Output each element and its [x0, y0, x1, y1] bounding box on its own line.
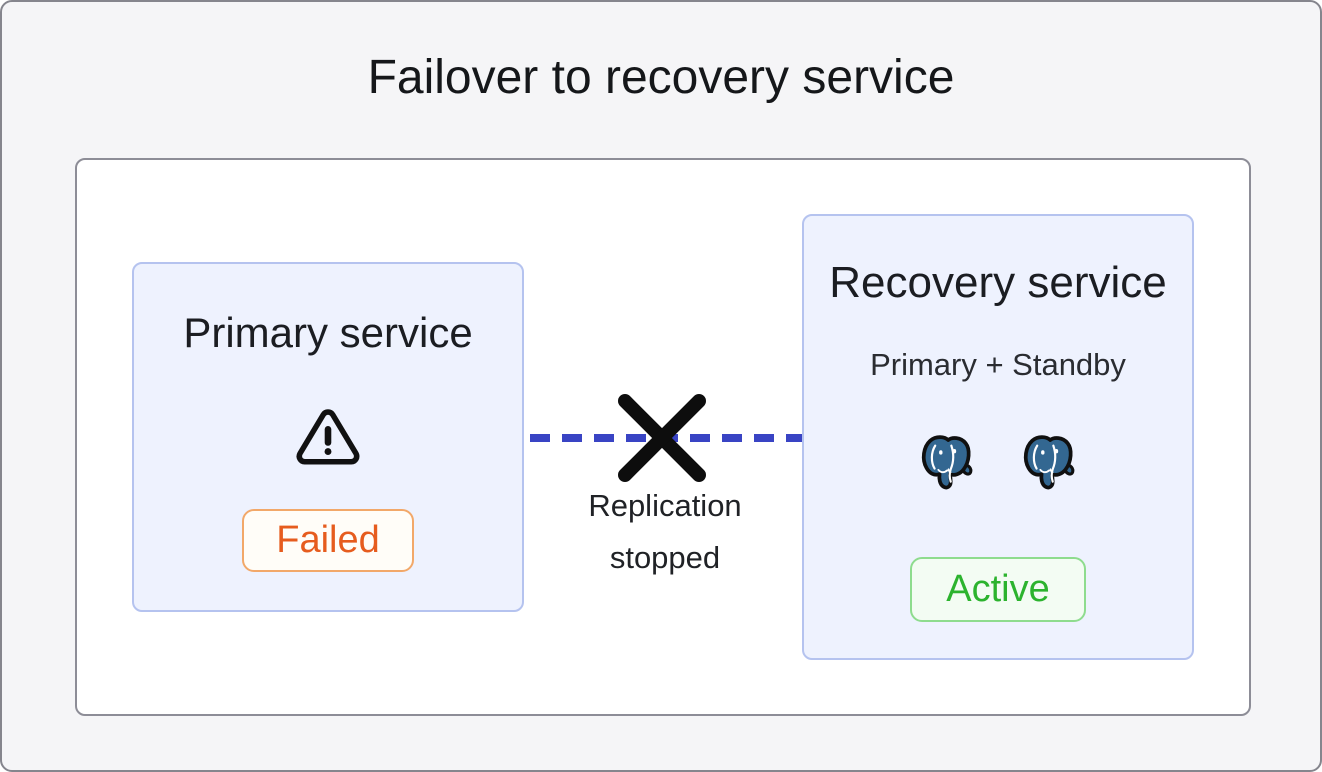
- replication-stopped-line1: Replication: [588, 488, 742, 523]
- replication-connector: [530, 394, 802, 482]
- warning-triangle-icon: [295, 404, 361, 470]
- postgresql-elephant-icon: [1023, 435, 1075, 490]
- diagram-title: Failover to recovery service: [367, 51, 955, 104]
- recovery-service-subtitle: Primary + Standby: [870, 347, 1126, 382]
- failed-status-label: Failed: [276, 519, 380, 561]
- database-icons-row: [804, 424, 1192, 502]
- replication-stopped-label: Replication stopped: [515, 480, 815, 584]
- postgresql-elephant-icon: [921, 435, 973, 490]
- failed-status-badge: Failed: [242, 509, 414, 572]
- primary-service-box: Primary service Failed: [132, 262, 524, 612]
- recovery-service-box: Recovery service Primary + Standby: [802, 214, 1194, 660]
- diagram-panel: Primary service Failed Replication: [75, 158, 1251, 716]
- active-status-label: Active: [946, 568, 1050, 610]
- active-status-badge: Active: [910, 557, 1086, 622]
- recovery-service-title: Recovery service: [829, 258, 1167, 307]
- primary-service-title: Primary service: [183, 309, 473, 356]
- replication-stopped-line2: stopped: [609, 540, 721, 575]
- x-cross-icon: [618, 394, 706, 482]
